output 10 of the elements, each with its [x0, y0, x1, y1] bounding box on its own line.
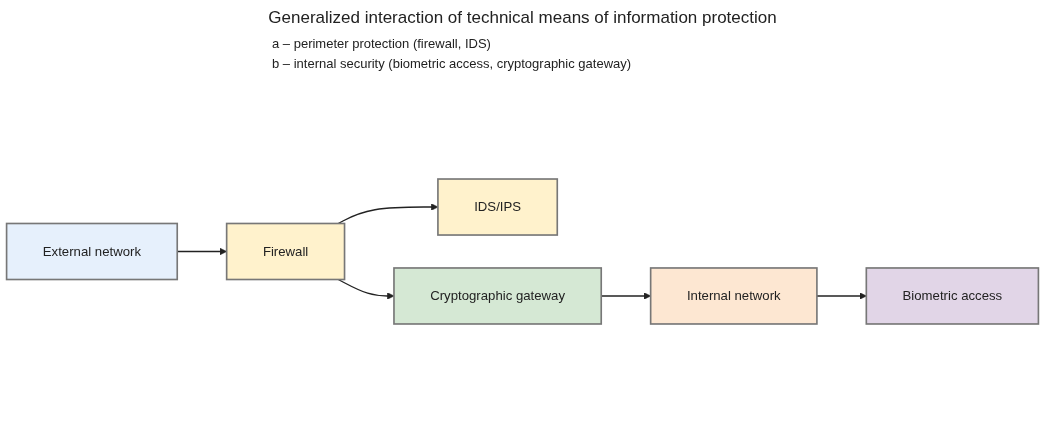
- arrow: [816, 292, 867, 300]
- note-text: a – perimeter protection (firewall, IDS): [272, 35, 492, 53]
- diagram-title: Generalized interaction of technical means of information protection: [268, 8, 777, 28]
- note-text: b – internal security (biometric access, cryptographic gateway): [272, 55, 632, 73]
- node-box: Cryptographic gateway: [393, 267, 603, 325]
- node-box: Firewall: [225, 222, 346, 281]
- node-box: Biometric access: [865, 267, 1040, 325]
- node-box: IDS/IPS: [437, 178, 559, 236]
- node-box: Internal network: [649, 267, 818, 325]
- node-box: External network: [5, 222, 179, 281]
